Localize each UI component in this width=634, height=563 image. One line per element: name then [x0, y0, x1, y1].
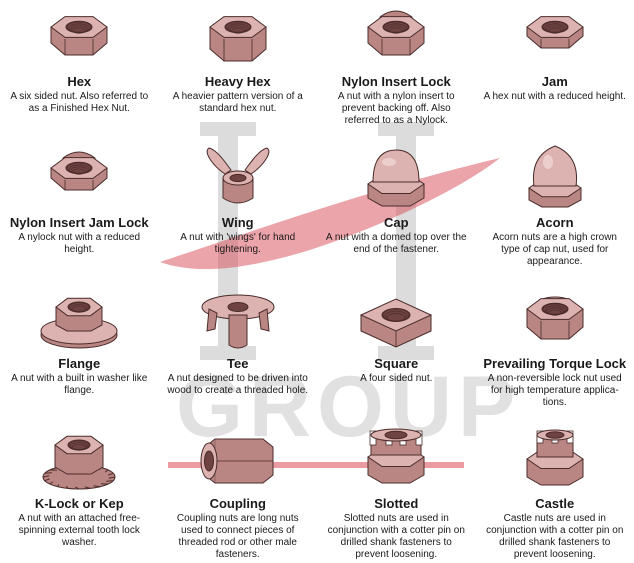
coupling-nut-icon	[200, 438, 274, 484]
hex-nut-icon	[50, 16, 109, 56]
nut-name: Hex	[67, 74, 92, 89]
nut-name: Flange	[58, 355, 101, 371]
nut-cell-wing: Wing A nut with 'wings' for hand tighten…	[159, 141, 318, 282]
nut-name: Castle	[535, 496, 575, 512]
nut-description: Acorn nuts are a high crown type of cap …	[492, 231, 617, 267]
square-nut-icon	[360, 297, 433, 348]
slotted-nut-icon	[367, 428, 426, 484]
watermark-underline	[168, 462, 464, 468]
heavy-hex-nut-icon	[208, 16, 267, 62]
castle-nut-icon	[525, 429, 584, 486]
nut-cell-nylon-insert-lock: Nylon Insert Lock A nut with a nylon ins…	[317, 0, 476, 141]
watermark-bar-right	[378, 122, 434, 360]
nut-cell-slotted: Slotted Slotted nuts are used in conjunc…	[317, 422, 476, 563]
cap-nut-icon	[367, 149, 426, 207]
nut-description: A nut with a nylon insert to prevent bac…	[337, 91, 455, 126]
nut-description: Castle nuts are used in conjunction with…	[486, 513, 624, 561]
wing-nut-icon	[206, 147, 269, 204]
acorn-nut-icon	[527, 145, 582, 208]
nut-name: Slotted	[374, 496, 419, 512]
nut-name: Coupling	[209, 496, 266, 512]
nut-description: A nut designed to be driven into wood to…	[167, 372, 309, 396]
nut-cell-flange: Flange A nut with a built in washer like…	[0, 282, 159, 423]
nut-cell-coupling: Coupling Coupling nuts are long nuts use…	[159, 422, 318, 563]
nut-name: Wing	[221, 214, 254, 230]
nut-cell-jam: Jam A hex nut with a reduced height.	[476, 0, 634, 141]
nut-description: A nut with 'wings' for hand tightening.	[180, 231, 296, 255]
nut-description: A six sided nut. Also referred to as a F…	[10, 91, 149, 114]
nylon-insert-lock-nut-icon	[367, 10, 426, 56]
nut-name: Nylon Insert Jam Lock	[9, 214, 149, 230]
nut-cell-nylon-insert-jam-lock: Nylon Insert Jam Lock A nylock nut with …	[0, 141, 159, 282]
nut-cell-square: Square A four sided nut.	[317, 282, 476, 423]
nut-cell-castle: Castle Castle nuts are used in conjuncti…	[476, 422, 634, 563]
nylon-insert-jam-lock-nut-icon	[50, 151, 109, 191]
nut-description: A nut with a domed top over the end of t…	[325, 231, 467, 255]
nut-description: A four sided nut.	[360, 372, 433, 384]
nut-description: A heavier pattern version of a standard …	[172, 91, 303, 114]
prevailing-torque-lock-nut-icon	[525, 296, 584, 339]
nut-cell-acorn: Acorn Acorn nuts are a high crown type o…	[476, 141, 634, 282]
nut-description: A nut with a built in washer like flange…	[11, 372, 148, 396]
nut-cell-tee: Tee A nut designed to be driven into woo…	[159, 282, 318, 423]
nut-name: Jam	[541, 74, 568, 89]
nut-description: Slotted nuts are used in conjunction wit…	[327, 513, 465, 561]
nut-cell-cap: Cap A nut with a domed top over the end …	[317, 141, 476, 282]
nut-description: A non-reversible lock nut used for high …	[487, 372, 622, 408]
nut-name: K-Lock or Kep	[34, 496, 124, 512]
nut-cell-hex: Hex A six sided nut. Also referred to as…	[0, 0, 159, 141]
nut-description: Coupling nuts are long nuts used to conn…	[176, 513, 299, 561]
nut-name: Acorn	[535, 214, 574, 230]
tee-nut-icon	[201, 294, 275, 348]
k-lock-nut-icon	[42, 436, 116, 490]
nut-description: A nut with an attached free-spinning ext…	[18, 513, 141, 549]
nut-name: Nylon Insert Lock	[341, 74, 451, 89]
nut-name: Square	[374, 355, 419, 371]
nut-cell-heavy-hex: Heavy Hex A heavier pattern version of a…	[159, 0, 318, 141]
flange-nut-icon	[40, 297, 118, 348]
nut-description: A hex nut with a reduced height.	[483, 91, 626, 102]
nut-cell-k-lock: K-Lock or Kep A nut with an attached fre…	[0, 422, 159, 563]
nut-cell-prevailing-torque-lock: Prevailing Torque Lock A non-reversible …	[476, 282, 634, 423]
nut-name: Heavy Hex	[204, 74, 271, 89]
jam-nut-icon	[525, 16, 584, 49]
nut-description: A nylock nut with a reduced height.	[18, 231, 141, 255]
nut-name: Prevailing Torque Lock	[483, 355, 627, 371]
nut-name: Tee	[227, 355, 249, 371]
nut-name: Cap	[383, 214, 409, 230]
